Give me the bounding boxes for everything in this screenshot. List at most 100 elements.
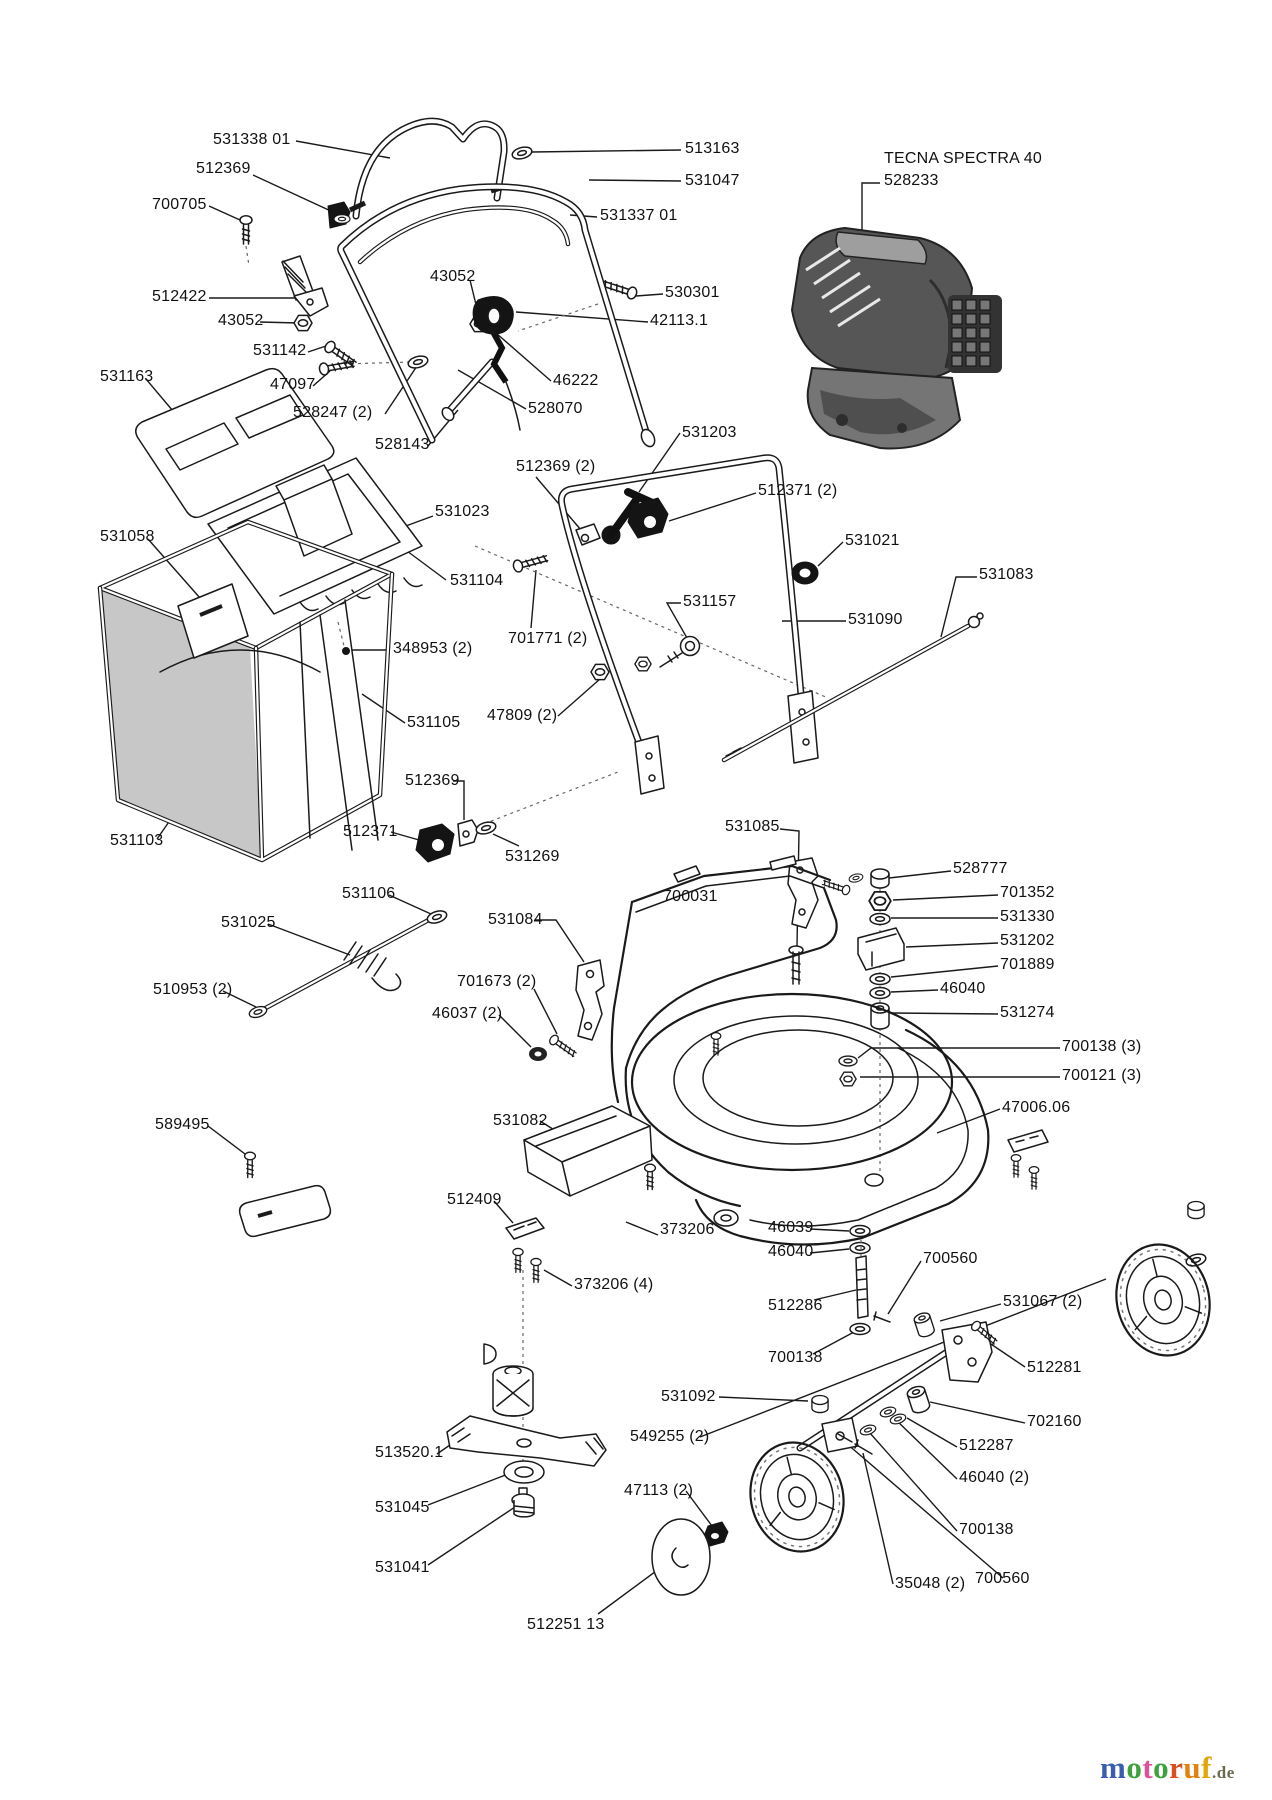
part-label: 35048 (2) [895, 1575, 966, 1592]
part-label: 531142 [253, 342, 307, 359]
part-label: 700138 (3) [1062, 1038, 1142, 1055]
mower-deck [610, 855, 1049, 1246]
part-label: 531047 [685, 172, 740, 189]
part-label: 531269 [505, 848, 560, 865]
engine [790, 226, 1002, 450]
logo-letter: u [1183, 1750, 1202, 1785]
part-label: 43052 [430, 268, 476, 285]
logo-letter: f [1201, 1750, 1212, 1785]
handle-clamp-cluster [415, 819, 498, 863]
part-label: 373206 [660, 1221, 715, 1238]
part-label: 531163 [100, 368, 154, 385]
lower-handle-tubes [337, 183, 656, 448]
logo-letter: o [1126, 1750, 1143, 1785]
part-label: 531021 [845, 532, 900, 549]
part-label: 528247 (2) [293, 404, 373, 421]
rear-wheel [1115, 1243, 1211, 1357]
part-label: 512287 [959, 1437, 1014, 1454]
part-label: 513163 [685, 140, 740, 157]
part-label: 531157 [683, 593, 737, 610]
part-label: 528777 [953, 860, 1008, 877]
part-label: 700560 [975, 1570, 1030, 1587]
part-label: 531058 [100, 528, 155, 545]
part-label: 43052 [218, 312, 264, 329]
part-label: 512286 [768, 1297, 823, 1314]
part-label: 531338 01 [213, 131, 291, 148]
part-label: 589495 [155, 1116, 210, 1133]
height-adjust-rod [247, 907, 449, 1021]
part-label: 531092 [661, 1388, 716, 1405]
part-label: 531067 (2) [1003, 1293, 1083, 1310]
part-label: 373206 (4) [574, 1276, 654, 1293]
part-label: 46037 (2) [432, 1005, 503, 1022]
logo-letter: r [1169, 1750, 1184, 1785]
model-name-label: TECNA SPECTRA 40 [884, 150, 1042, 167]
part-label: 701673 (2) [457, 973, 537, 990]
part-label: 512422 [152, 288, 207, 305]
handle-u-frame [511, 454, 984, 795]
part-label: 701889 [1000, 956, 1055, 973]
part-label: 700138 [959, 1521, 1014, 1538]
part-label: 531041 [375, 1559, 430, 1576]
part-label: 528233 [884, 172, 939, 189]
logo-letter: t [1142, 1750, 1154, 1785]
part-label: 531106 [342, 885, 396, 902]
part-label: 700121 (3) [1062, 1067, 1142, 1084]
part-label: 512369 [196, 160, 251, 177]
part-label: 531045 [375, 1499, 430, 1516]
part-label: 700031 [663, 888, 718, 905]
part-label: 47113 (2) [624, 1482, 694, 1499]
part-label: 512409 [447, 1191, 502, 1208]
part-label: 531082 [493, 1112, 548, 1129]
part-label: 46040 (2) [959, 1469, 1030, 1486]
part-label: 42113.1 [650, 312, 709, 329]
part-label: 531084 [488, 911, 543, 928]
part-label: 531090 [848, 611, 903, 628]
part-label: 701771 (2) [508, 630, 588, 647]
part-label: 46040 [768, 1243, 814, 1260]
part-label: 512369 [405, 772, 460, 789]
logo-suffix: .de [1212, 1763, 1235, 1782]
brand-logo: motoruf.de [1100, 1750, 1235, 1786]
part-label: 528143 [375, 436, 430, 453]
part-label: 700705 [152, 196, 207, 213]
part-label: 47097 [270, 376, 316, 393]
grass-bag [97, 519, 395, 863]
front-wheel [749, 1441, 845, 1553]
part-label: 531330 [1000, 908, 1055, 925]
part-label: 531025 [221, 914, 276, 931]
hub-parts [651, 1518, 729, 1596]
part-label: 512281 [1027, 1359, 1082, 1376]
part-label: 531105 [407, 714, 461, 731]
part-label: 513520.1 [375, 1444, 444, 1461]
part-label: 549255 (2) [630, 1428, 710, 1445]
part-label: 530301 [665, 284, 720, 301]
part-label: 348953 (2) [393, 640, 473, 657]
part-label: 700138 [768, 1349, 823, 1366]
part-label: 512369 (2) [516, 458, 596, 475]
part-label: 512371 (2) [758, 482, 838, 499]
logo-letter: o [1153, 1750, 1170, 1785]
catcher-lid [135, 367, 335, 533]
part-label: 46222 [553, 372, 599, 389]
upper-handlebar [239, 117, 639, 377]
logo-letter: m [1100, 1750, 1127, 1785]
part-label: 702160 [1027, 1413, 1082, 1430]
axle-assembly [796, 1200, 1208, 1455]
part-label: 701352 [1000, 884, 1055, 901]
brackets-and-plug [238, 959, 657, 1284]
part-label: 510953 (2) [153, 981, 233, 998]
part-label: 531203 [682, 424, 737, 441]
part-label: 512371 [343, 823, 398, 840]
part-label: 47809 (2) [487, 707, 558, 724]
part-label: 531104 [450, 572, 504, 589]
part-label: 531202 [1000, 932, 1055, 949]
part-label: 512251 13 [527, 1616, 605, 1633]
part-label: 700560 [923, 1250, 978, 1267]
blade-group [446, 1343, 607, 1518]
part-label: 531274 [1000, 1004, 1055, 1021]
part-label: 531337 01 [600, 207, 678, 224]
part-label: 531103 [110, 832, 164, 849]
